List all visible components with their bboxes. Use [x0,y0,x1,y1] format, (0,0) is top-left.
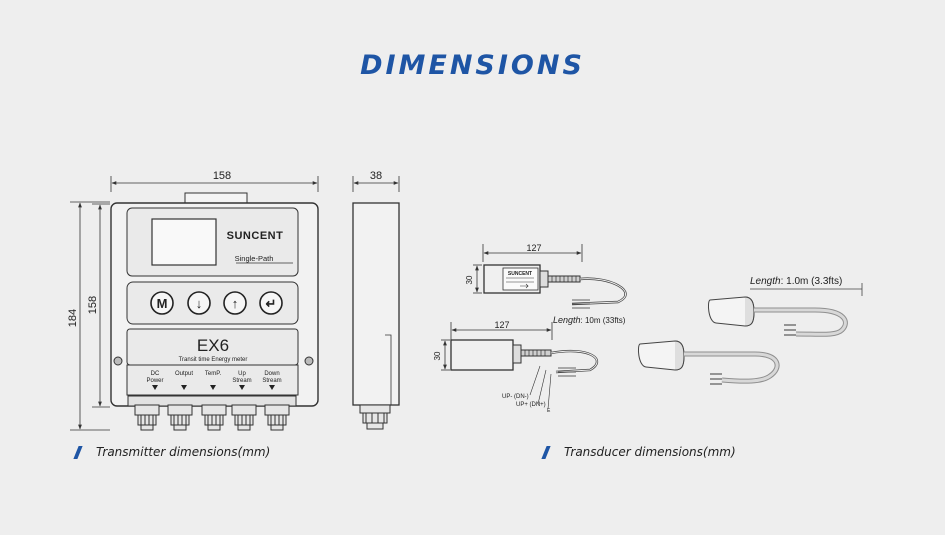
terminal-line1: Up [238,371,246,377]
clamp-length-value: : 1.0m (3.3fts) [781,276,843,287]
cable-gland [264,404,290,431]
dimension-width-label: 158 [213,170,231,182]
dimension-height-outer-label: 184 [67,309,79,327]
cable-length-label: Length [553,315,581,325]
key-label: ↑ [232,296,239,311]
key-button-2[interactable]: ↑ [223,291,247,315]
caption-transmitter: Transmitter dimensions(mm) [73,445,271,459]
dimension-height-inner-label: 158 [87,296,99,314]
transmitter-side-view [352,176,400,430]
transducer-b-length: 127 [494,320,509,330]
transducer-a-length: 127 [526,243,541,253]
terminal-line1: DC [151,371,160,377]
wire-label-up-minus: UP- (DN-) [502,394,529,400]
terminal-line2: Stream [262,378,281,384]
cable-gland [201,404,227,431]
transducer-a-brand: SUNCENT [508,271,532,277]
terminal-arrow-icon [269,385,275,390]
wire-label-e: E [547,408,551,414]
transducer-clamp-on [637,283,863,385]
page-title: DIMENSIONS [360,50,585,81]
lcd-screen [151,218,217,266]
keypad: M ↓ ↑ ↵ [150,291,283,315]
key-button-3[interactable]: ↵ [259,291,283,315]
transducer-insertion-top [473,244,627,309]
terminal-2: TemP. [205,371,222,390]
terminal-line1: Output [175,371,193,377]
key-label: ↓ [196,296,203,311]
cable-length-value: : 10m (33fts) [581,316,626,325]
caption-transmitter-text: Transmitter dimensions(mm) [96,445,271,459]
brand-label: SUNCENT [227,230,284,242]
wire-label-up-plus: UP+ (DN+) [516,402,546,408]
transducer-cable-length: Length: 10m (33fts) [553,315,626,325]
transducer-insertion-bottom [441,322,599,410]
transducer-a-height: 30 [465,275,474,284]
dimension-depth-label: 38 [370,170,382,182]
terminal-arrow-icon [239,385,245,390]
key-label: ↵ [266,296,277,311]
clamp-cable-length: Length: 1.0m (3.3fts) [750,276,842,287]
transmitter-front-view [70,176,319,431]
cable-gland [231,404,257,431]
key-label: M [157,296,168,311]
terminal-arrow-icon [152,385,158,390]
terminal-line2: Power [146,378,163,384]
mode-label: Single-Path [235,254,274,263]
cable-gland [167,404,193,431]
terminal-line1: TemP. [205,371,222,377]
terminal-arrow-icon [210,385,216,390]
terminal-line2: Stream [232,378,251,384]
clamp-length-label: Length [750,276,781,287]
key-button-1[interactable]: ↓ [187,291,211,315]
terminal-1: Output [175,371,193,390]
model-label: EX6 [197,336,229,355]
transducer-b-height: 30 [433,351,442,360]
cable-glands [134,404,290,431]
caption-transducer-text: Transducer dimensions(mm) [564,445,736,459]
terminal-line1: Down [264,371,279,377]
caption-transducer: Transducer dimensions(mm) [541,445,736,459]
cable-gland [134,404,160,431]
terminal-arrow-icon [181,385,187,390]
key-button-0[interactable]: M [150,291,174,315]
model-subtitle: Transit time Energy meter [179,357,248,363]
